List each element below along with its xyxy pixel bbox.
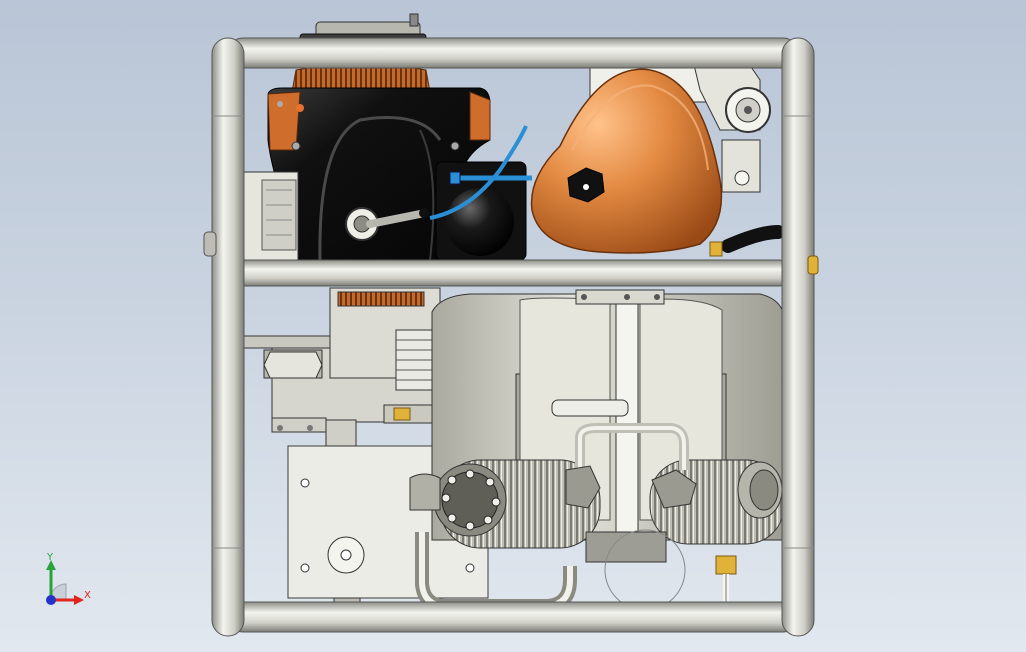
triad-x-label: X — [84, 590, 91, 601]
roll-frame — [203, 37, 819, 637]
air-filter-cover — [530, 68, 723, 254]
cylinder-fins-left — [433, 459, 601, 549]
brass-fitting — [383, 404, 433, 424]
intake-box — [241, 171, 299, 261]
coordinate-triad — [46, 560, 84, 605]
fuel-line — [429, 125, 532, 220]
exhaust-hose — [709, 225, 785, 257]
engine-lower-block — [329, 287, 441, 391]
triad-y-label: Y — [47, 552, 54, 563]
head-pipes — [551, 399, 697, 611]
z-axis-dot — [46, 595, 56, 605]
